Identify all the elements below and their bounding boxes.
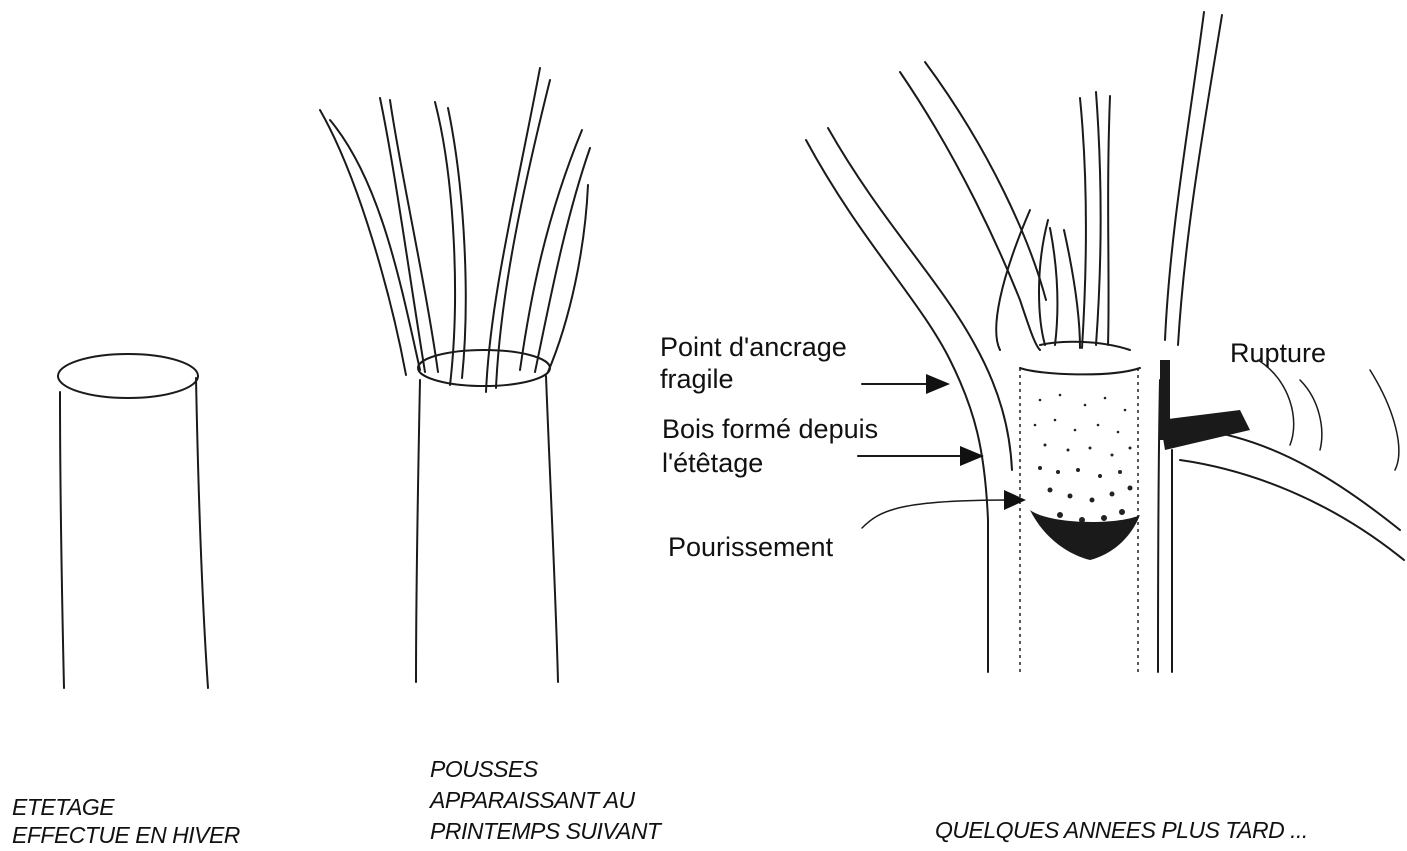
caption-stage3: QUELQUES ANNEES PLUS TARD ... bbox=[935, 817, 1308, 843]
label-bois-forme-2: l'étêtage bbox=[662, 448, 763, 478]
annotation-labels: Point d'ancrage fragile Bois formé depui… bbox=[660, 332, 1326, 562]
label-bois-forme-1: Bois formé depuis bbox=[662, 414, 878, 444]
caption-stage2-line1: POUSSES bbox=[430, 756, 539, 782]
caption-stage1-line2: EFFECTUE EN HIVER bbox=[12, 822, 240, 848]
arrows bbox=[858, 374, 1026, 528]
caption-stage1-line1: ETETAGE bbox=[12, 794, 115, 820]
stage2-trunk-with-shoots bbox=[320, 68, 590, 682]
label-rupture: Rupture bbox=[1230, 338, 1326, 368]
stage-captions: ETETAGE EFFECTUE EN HIVER POUSSES APPARA… bbox=[12, 756, 1308, 848]
caption-stage2-line2: APPARAISSANT AU bbox=[428, 787, 636, 813]
label-point-ancrage-2: fragile bbox=[660, 364, 734, 394]
caption-stage2-line3: PRINTEMPS SUIVANT bbox=[430, 818, 663, 844]
label-point-ancrage-1: Point d'ancrage bbox=[660, 332, 847, 362]
stage1-cut-trunk bbox=[58, 354, 208, 688]
label-pourrissement: Pourissement bbox=[668, 532, 834, 562]
